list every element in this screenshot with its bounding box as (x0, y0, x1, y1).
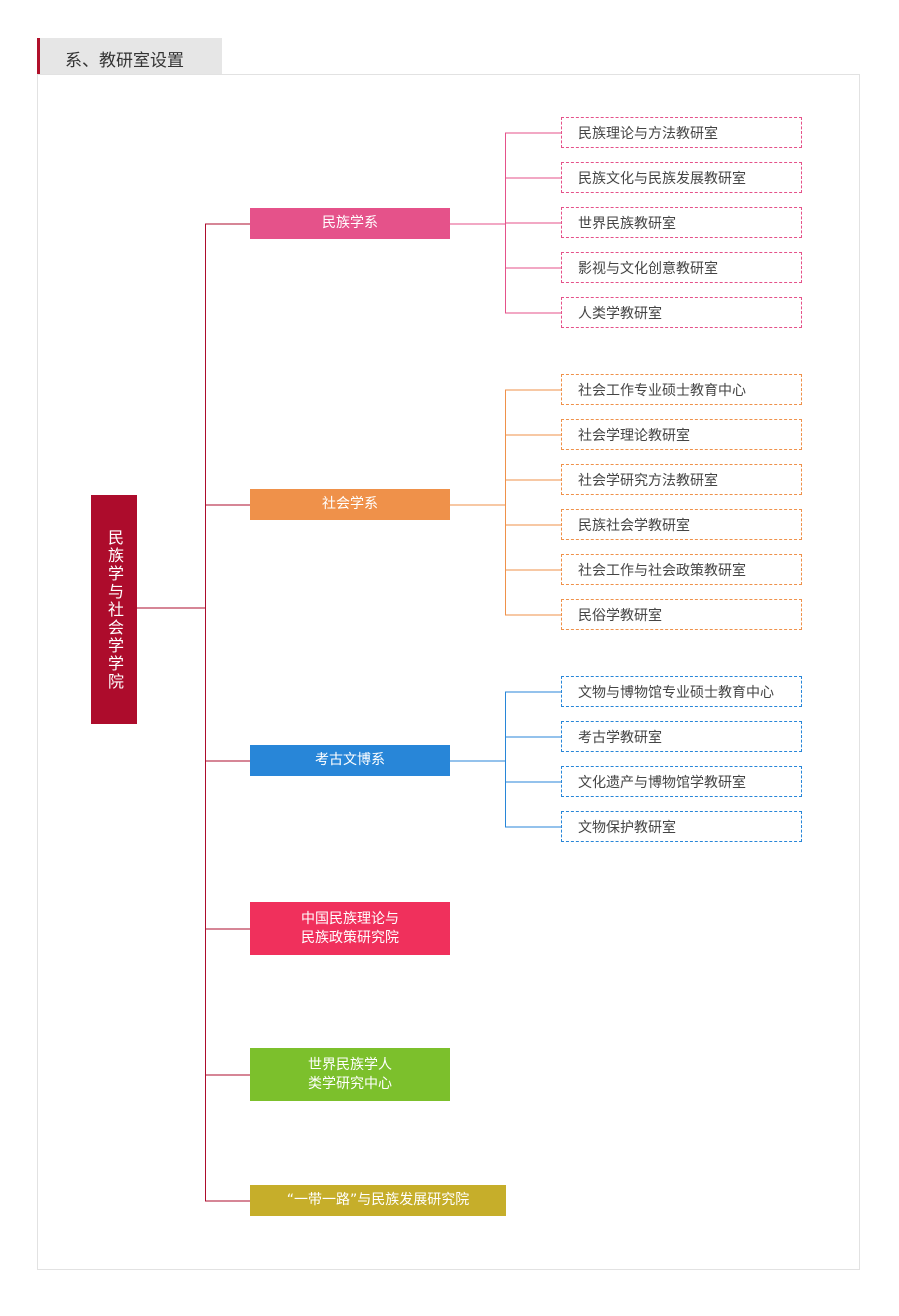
research-office-item: 社会工作与社会政策教研室 (561, 554, 802, 585)
section-title: 系、教研室设置 (65, 51, 184, 71)
research-office-item: 社会学理论教研室 (561, 419, 802, 450)
research-office-item: 民族理论与方法教研室 (561, 117, 802, 148)
research-office-item: 社会学研究方法教研室 (561, 464, 802, 495)
root-node-label: 民族学与社会学学院 (105, 528, 124, 691)
org-chart-frame (37, 74, 860, 1270)
research-office-item: 人类学教研室 (561, 297, 802, 328)
research-office-item: 文物保护教研室 (561, 811, 802, 842)
department-node: 民族学系 (250, 208, 450, 239)
research-office-item: 社会工作专业硕士教育中心 (561, 374, 802, 405)
research-office-item: 文化遗产与博物馆学教研室 (561, 766, 802, 797)
research-office-item: 民俗学教研室 (561, 599, 802, 630)
department-node: 中国民族理论与 民族政策研究院 (250, 902, 450, 955)
research-office-item: 文物与博物馆专业硕士教育中心 (561, 676, 802, 707)
root-node: 民族学与社会学学院 (91, 495, 137, 724)
department-node: “一带一路”与民族发展研究院 (250, 1185, 506, 1216)
research-office-item: 世界民族教研室 (561, 207, 802, 238)
research-office-item: 民族文化与民族发展教研室 (561, 162, 802, 193)
research-office-item: 民族社会学教研室 (561, 509, 802, 540)
department-node: 考古文博系 (250, 745, 450, 776)
section-title-tab: 系、教研室设置 (37, 38, 222, 74)
department-node: 社会学系 (250, 489, 450, 520)
research-office-item: 考古学教研室 (561, 721, 802, 752)
department-node: 世界民族学人 类学研究中心 (250, 1048, 450, 1101)
research-office-item: 影视与文化创意教研室 (561, 252, 802, 283)
